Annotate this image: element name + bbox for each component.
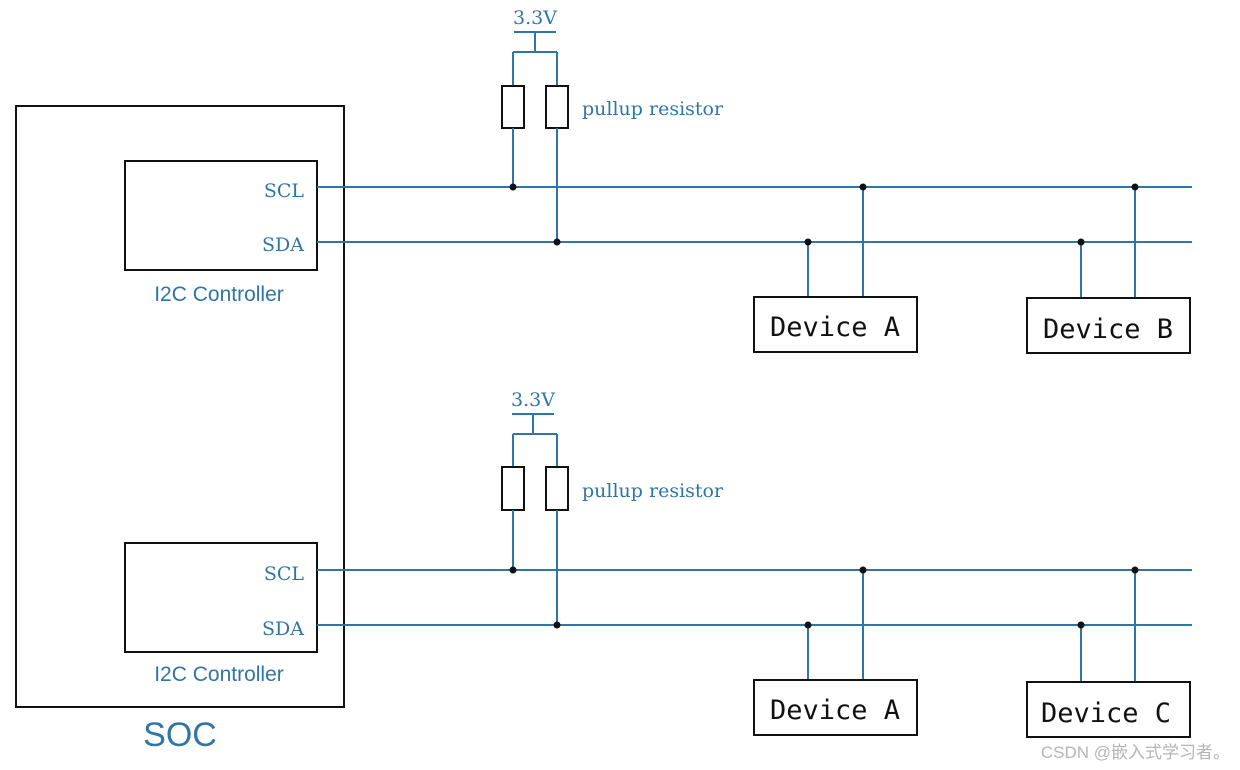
device-b-label: Device B [1043,314,1173,345]
sda-label-2: SDA [262,618,304,640]
junction-dot [1077,621,1085,629]
junction-dot [509,566,517,574]
i2c-controller-2-box [124,542,318,653]
resistor-label-2: pullup resistor [582,480,724,502]
supply-label-1: 3.3V [513,7,557,29]
scl-label-1: SCL [264,180,305,202]
device-b-box [1026,297,1191,354]
i2c-controller-1-box [124,160,318,271]
device-a-box-1 [753,296,918,353]
bus-2: SCL SDA I2C Controller 3.3V pullup resis… [124,389,1192,738]
pullup-resistor-sda-2 [545,466,569,511]
pullup-resistor-scl-2 [501,466,525,511]
soc-label: SOC [143,716,217,754]
junction-dot [804,238,812,246]
pullup-resistor-sda-1 [545,85,569,129]
junction-dot [804,621,812,629]
bus-1: SCL SDA I2C Controller 3.3V pullup resis… [124,7,1192,354]
device-c-label: Device C [1041,698,1171,729]
device-a-box-2 [753,679,918,736]
junction-dot [553,238,561,246]
junction-dot [553,621,561,629]
device-c-box [1026,681,1191,738]
junction-dot [1077,238,1085,246]
i2c-controller-2-label: I2C Controller [154,663,284,686]
junction-dot [509,183,517,191]
junction-dot [1131,183,1139,191]
junction-dot [1131,566,1139,574]
watermark-text: CSDN @嵌入式学习者。 [1041,743,1230,762]
resistor-label-1: pullup resistor [582,98,724,120]
junction-dot [859,183,867,191]
device-a-label-1: Device A [770,312,900,343]
scl-label-2: SCL [264,563,305,585]
sda-label-1: SDA [262,234,304,256]
i2c-controller-1-label: I2C Controller [154,283,284,306]
junction-dot [859,566,867,574]
device-a-label-2: Device A [770,695,900,726]
pullup-resistor-scl-1 [501,85,525,129]
supply-label-2: 3.3V [511,389,555,411]
